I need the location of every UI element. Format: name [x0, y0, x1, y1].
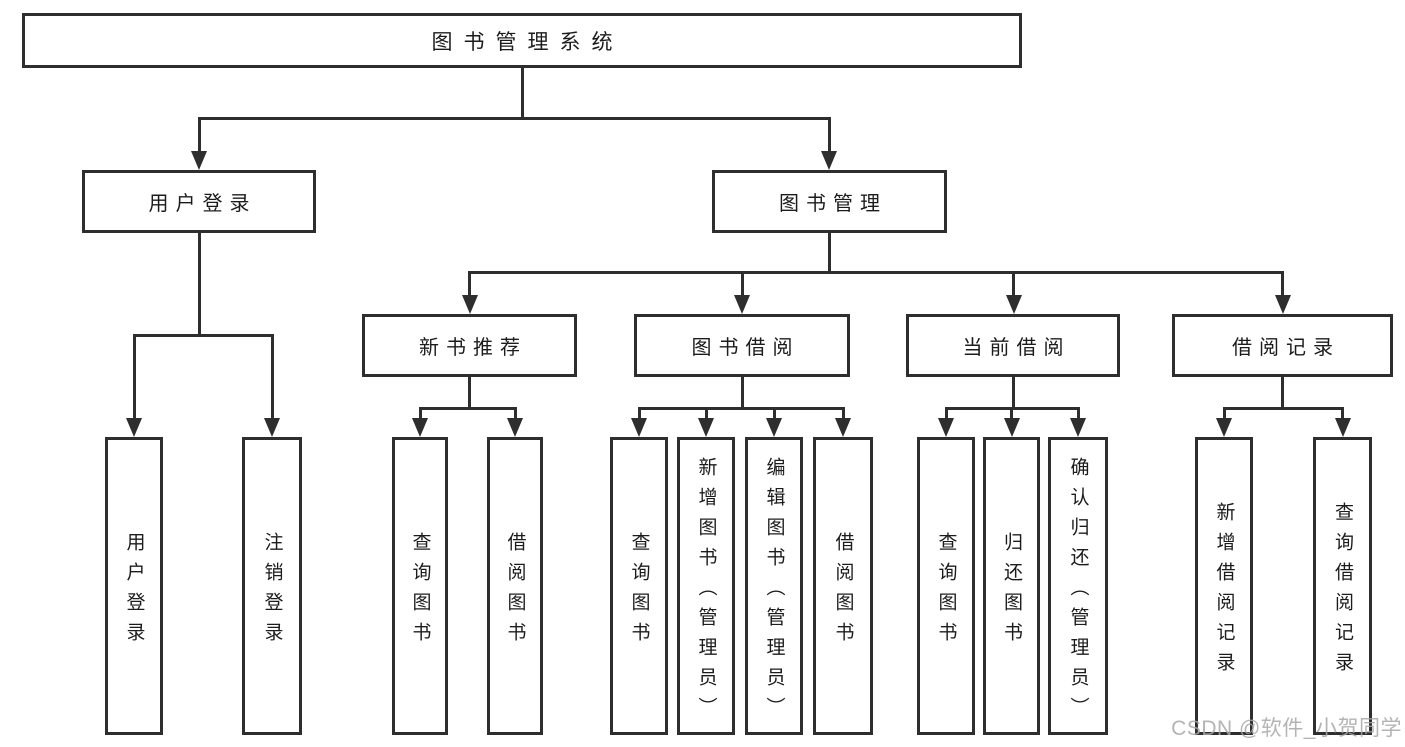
node-label: 查询图书 [628, 531, 650, 652]
arrowhead-down-icon [821, 151, 837, 170]
connector-line [1010, 408, 1013, 420]
node-borrow-records: 借阅记录 [1172, 314, 1393, 377]
node-new-book-recommend: 新书推荐 [362, 314, 577, 377]
connector-line [1222, 408, 1226, 420]
connector-line [841, 408, 845, 420]
arrowhead-down-icon [1274, 295, 1291, 314]
arrowhead-down-icon [734, 295, 750, 314]
leaf-add-borrow-record: 新增借阅记录 [1195, 437, 1253, 735]
arrowhead-down-icon [1070, 418, 1086, 437]
node-user-login: 用户登录 [82, 170, 316, 233]
connector-line [468, 377, 471, 408]
connector-line [637, 408, 641, 420]
node-label: 归还图书 [1001, 531, 1022, 652]
connector-line [1012, 272, 1015, 297]
connector-line [1281, 272, 1284, 297]
arrowhead-down-icon [766, 418, 782, 437]
arrowhead-down-icon [1005, 295, 1022, 314]
connector-line [197, 116, 831, 120]
node-label: 借阅图书 [832, 531, 854, 652]
connector-line [197, 233, 201, 335]
node-label: 图书管理 [779, 193, 887, 215]
arrowhead-down-icon [938, 418, 954, 437]
leaf-edit-book-admin: 编辑图书（管理员） [745, 437, 803, 735]
csdn-watermark: CSDN @软件_小贺同学 [1171, 717, 1402, 740]
arrowhead-down-icon [1003, 418, 1020, 437]
connector-line [513, 408, 517, 420]
leaf-user-login: 用户登录 [105, 437, 163, 735]
node-label: 图书借阅 [691, 337, 800, 359]
connector-line [468, 272, 471, 297]
node-label: 查询图书 [935, 531, 957, 652]
arrowhead-down-icon [835, 418, 851, 437]
connector-line [418, 408, 422, 420]
connector-line [418, 406, 517, 410]
node-label: 借阅记录 [1232, 337, 1340, 359]
node-label: 新增借阅记录 [1213, 501, 1235, 682]
node-current-borrow: 当前借阅 [906, 314, 1120, 377]
node-label: 查询借阅记录 [1332, 501, 1353, 682]
connector-line [520, 68, 524, 118]
connector-line [1222, 406, 1344, 410]
arrowhead-down-icon [126, 418, 142, 437]
node-root-library-system: 图书管理系统 [22, 13, 1022, 68]
connector-line [270, 335, 274, 420]
arrowhead-down-icon [461, 295, 478, 314]
node-label: 查询图书 [409, 531, 431, 652]
connector-line [944, 408, 948, 420]
leaf-query-borrow-record: 查询借阅记录 [1313, 437, 1372, 735]
connector-line [827, 233, 831, 272]
node-label: 用户登录 [123, 531, 145, 652]
connector-line [132, 333, 274, 337]
connector-line [1281, 377, 1284, 408]
node-label: 借阅图书 [504, 531, 526, 652]
connector-line [197, 118, 201, 154]
arrowhead-down-icon [507, 418, 523, 437]
leaf-current-query-book: 查询图书 [917, 437, 975, 735]
connector-line [740, 272, 744, 297]
arrowhead-down-icon [412, 418, 428, 437]
node-label: 新书推荐 [419, 337, 527, 359]
leaf-borrow-query-book: 查询图书 [610, 437, 668, 735]
node-book-management: 图书管理 [712, 170, 947, 233]
arrowhead-down-icon [1216, 418, 1232, 437]
node-label: 确认归还（管理员） [1067, 456, 1089, 727]
connector-line [772, 408, 776, 420]
connector-line [1341, 408, 1344, 420]
arrowhead-down-icon [264, 418, 280, 437]
connector-line [1076, 408, 1080, 420]
leaf-recommend-query-book: 查询图书 [392, 437, 448, 735]
node-label: 当前借阅 [962, 337, 1071, 359]
arrowhead-down-icon [698, 418, 714, 437]
connector-line [637, 406, 845, 410]
connector-line [740, 377, 744, 408]
arrowhead-down-icon [191, 151, 207, 170]
leaf-logout: 注销登录 [242, 437, 302, 735]
connector-line [468, 270, 1284, 274]
leaf-confirm-return-admin: 确认归还（管理员） [1048, 437, 1108, 735]
node-label: 编辑图书（管理员） [763, 456, 785, 727]
connector-line [132, 335, 136, 420]
connector-line [704, 408, 708, 420]
leaf-add-book-admin: 新增图书（管理员） [677, 437, 735, 735]
connector-line [827, 118, 831, 154]
node-label: 用户登录 [148, 193, 257, 215]
node-label: 图书管理系统 [431, 30, 624, 54]
node-label: 新增图书（管理员） [695, 456, 717, 727]
node-book-borrow: 图书借阅 [634, 314, 850, 377]
leaf-return-book: 归还图书 [983, 437, 1040, 735]
arrowhead-down-icon [1334, 418, 1351, 437]
leaf-borrow-borrow-book: 借阅图书 [813, 437, 873, 735]
connector-line [944, 406, 1080, 410]
leaf-recommend-borrow-book: 借阅图书 [487, 437, 543, 735]
node-label: 注销登录 [261, 531, 283, 652]
connector-line [1012, 377, 1015, 408]
arrowhead-down-icon [631, 418, 647, 437]
